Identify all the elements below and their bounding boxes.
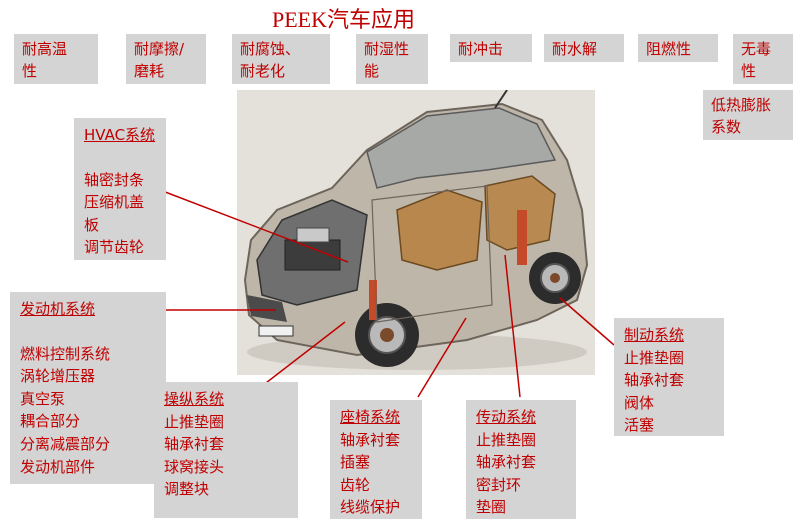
property-flame-retardant: 阻燃性 bbox=[638, 34, 718, 62]
page-title: PEEK汽车应用 bbox=[272, 7, 416, 32]
transmission-item: 密封环 bbox=[476, 475, 522, 494]
steering-item: 轴承衬套 bbox=[164, 435, 225, 454]
transmission-item: 垫圈 bbox=[476, 498, 507, 517]
hvac-system-box: HVAC系统 轴密封条 压缩机盖 板 调节齿轮 bbox=[74, 118, 166, 260]
seat-item: 线缆保护 bbox=[340, 498, 401, 517]
property-wear: 耐摩擦/ 磨耗 bbox=[126, 34, 206, 84]
hvac-item: 轴密封条 bbox=[84, 170, 145, 189]
brake-system-title: 制动系统 bbox=[624, 326, 685, 344]
property-corrosion: 耐腐蚀、 耐老化 bbox=[232, 34, 330, 84]
car-cutaway-image bbox=[237, 90, 595, 375]
engine-item: 发动机部件 bbox=[20, 457, 96, 476]
hvac-item: 压缩机盖 bbox=[84, 193, 145, 212]
property-humidity: 耐湿性 能 bbox=[356, 34, 428, 84]
brake-item: 活塞 bbox=[624, 416, 655, 435]
brake-item: 止推垫圈 bbox=[624, 348, 685, 367]
engine-system-box: 发动机系统 燃料控制系统 涡轮增压器 真空泵 耦合部分 分离减震部分 发动机部件 bbox=[10, 292, 166, 484]
steering-item: 调整块 bbox=[164, 480, 210, 499]
hvac-item: 调节齿轮 bbox=[84, 238, 145, 257]
steering-system-title: 操纵系统 bbox=[164, 390, 225, 408]
transmission-system-box: 传动系统 止推垫圈 轴承衬套 密封环 垫圈 bbox=[466, 400, 576, 519]
property-high-temp: 耐高温 性 bbox=[14, 34, 98, 84]
engine-item: 耦合部分 bbox=[20, 412, 81, 431]
brake-system-box: 制动系统 止推垫圈 轴承衬套 阀体 活塞 bbox=[614, 318, 724, 436]
transmission-system-title: 传动系统 bbox=[476, 408, 537, 426]
engine-item: 真空泵 bbox=[20, 389, 66, 408]
seat-item: 齿轮 bbox=[340, 475, 371, 494]
brake-item: 轴承衬套 bbox=[624, 371, 685, 390]
engine-item: 燃料控制系统 bbox=[20, 344, 111, 363]
hvac-system-title: HVAC系统 bbox=[84, 126, 156, 144]
transmission-item: 止推垫圈 bbox=[476, 430, 537, 449]
property-low-thermal-expansion: 低热膨胀 系数 bbox=[703, 90, 793, 140]
hvac-item: 板 bbox=[84, 215, 100, 234]
seat-item: 轴承衬套 bbox=[340, 430, 401, 449]
transmission-item: 轴承衬套 bbox=[476, 453, 537, 472]
steering-item: 球窝接头 bbox=[164, 457, 225, 476]
engine-item: 涡轮增压器 bbox=[20, 367, 96, 386]
property-non-toxic: 无毒 性 bbox=[733, 34, 793, 84]
seat-system-title: 座椅系统 bbox=[340, 408, 401, 426]
engine-item: 分离减震部分 bbox=[20, 434, 111, 453]
engine-system-title: 发动机系统 bbox=[20, 300, 96, 318]
seat-item: 插塞 bbox=[340, 453, 371, 472]
seat-system-box: 座椅系统 轴承衬套 插塞 齿轮 线缆保护 bbox=[330, 400, 422, 519]
property-hydrolysis: 耐水解 bbox=[544, 34, 624, 62]
steering-item: 止推垫圈 bbox=[164, 412, 225, 431]
brake-item: 阀体 bbox=[624, 393, 655, 412]
property-impact: 耐冲击 bbox=[450, 34, 532, 62]
steering-system-box: 操纵系统 止推垫圈 轴承衬套 球窝接头 调整块 bbox=[154, 382, 298, 518]
